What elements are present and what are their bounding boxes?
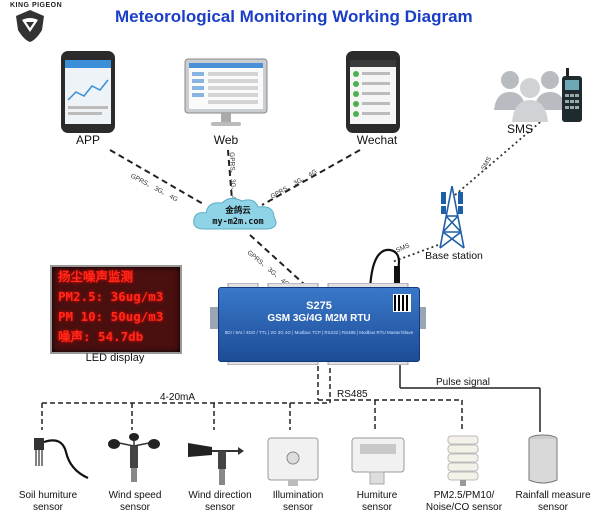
king-pigeon-logo-icon [16, 10, 44, 42]
qr-code-icon [393, 294, 411, 312]
sensor-label-pm: PM2.5/PM10/Noise/CO sensor [425, 490, 503, 513]
base-station-tower-icon [439, 185, 465, 249]
page-title: Meteorological Monitoring Working Diagra… [115, 7, 473, 26]
cloud-name: 金鸽云 [225, 205, 251, 215]
humiture-sensor-icon [351, 437, 405, 485]
brand-name: KING PIGEON [10, 2, 63, 9]
pulse-signal-label: Pulse signal [436, 377, 490, 388]
pm-noise-co-sensor-icon [447, 435, 479, 486]
analog-signal-label: 4-20mA [160, 392, 196, 403]
sms-label: SMS [506, 122, 533, 136]
wechat-label: Wechat [356, 133, 398, 147]
mobile-phone-icon [562, 68, 582, 122]
rtu-model-name: GSM 3G/4G M2M RTU [267, 313, 371, 324]
users-group-icon [494, 71, 566, 122]
illumination-sensor-icon [267, 437, 319, 486]
web-cloud-link [227, 149, 233, 201]
desktop-monitor-icon [184, 58, 268, 126]
rs485-signal-label: RS485 [337, 389, 368, 400]
led-display-panel: 扬尘噪声监测 PM2.5: 36ug/m3 PM 10: 50ug/m3 噪声:… [50, 265, 182, 354]
rtu-spec-text: 8DI / 8AI / 4DO / TTL | 2G 3G 4G | Modbu… [224, 330, 414, 335]
led-line-3: PM 10: 50ug/m3 [58, 309, 164, 324]
wind-speed-sensor-icon [108, 433, 160, 482]
cloud-url: my-m2m.com [212, 217, 264, 227]
wind-direction-sensor-icon [188, 443, 244, 485]
led-line-1: 扬尘噪声监测 [58, 269, 134, 284]
rtu-model-code: S275 [306, 300, 332, 312]
base-station-label: Base station [425, 250, 483, 262]
app-label: APP [75, 133, 100, 147]
smartphone-wechat-icon [346, 51, 400, 133]
rainfall-sensor-icon [528, 434, 558, 484]
web-label: Web [213, 133, 239, 147]
rtu-device: S275 GSM 3G/4G M2M RTU 8DI / 8AI / 4DO /… [218, 287, 420, 362]
led-line-2: PM2.5: 36ug/m3 [58, 289, 164, 304]
antenna-cable [368, 248, 401, 291]
cloud-rtu-link [249, 234, 306, 286]
led-line-4: 噪声: 54.7db [58, 329, 144, 344]
app-cloud-link [109, 149, 206, 206]
smartphone-icon [61, 51, 115, 133]
wechat-cloud-link [261, 149, 361, 206]
rtu-terminals [210, 283, 426, 365]
led-display-label: LED display [85, 352, 145, 364]
antenna [394, 266, 400, 288]
cloud-icon [193, 197, 277, 230]
soil-humiture-sensor-icon [34, 438, 89, 480]
